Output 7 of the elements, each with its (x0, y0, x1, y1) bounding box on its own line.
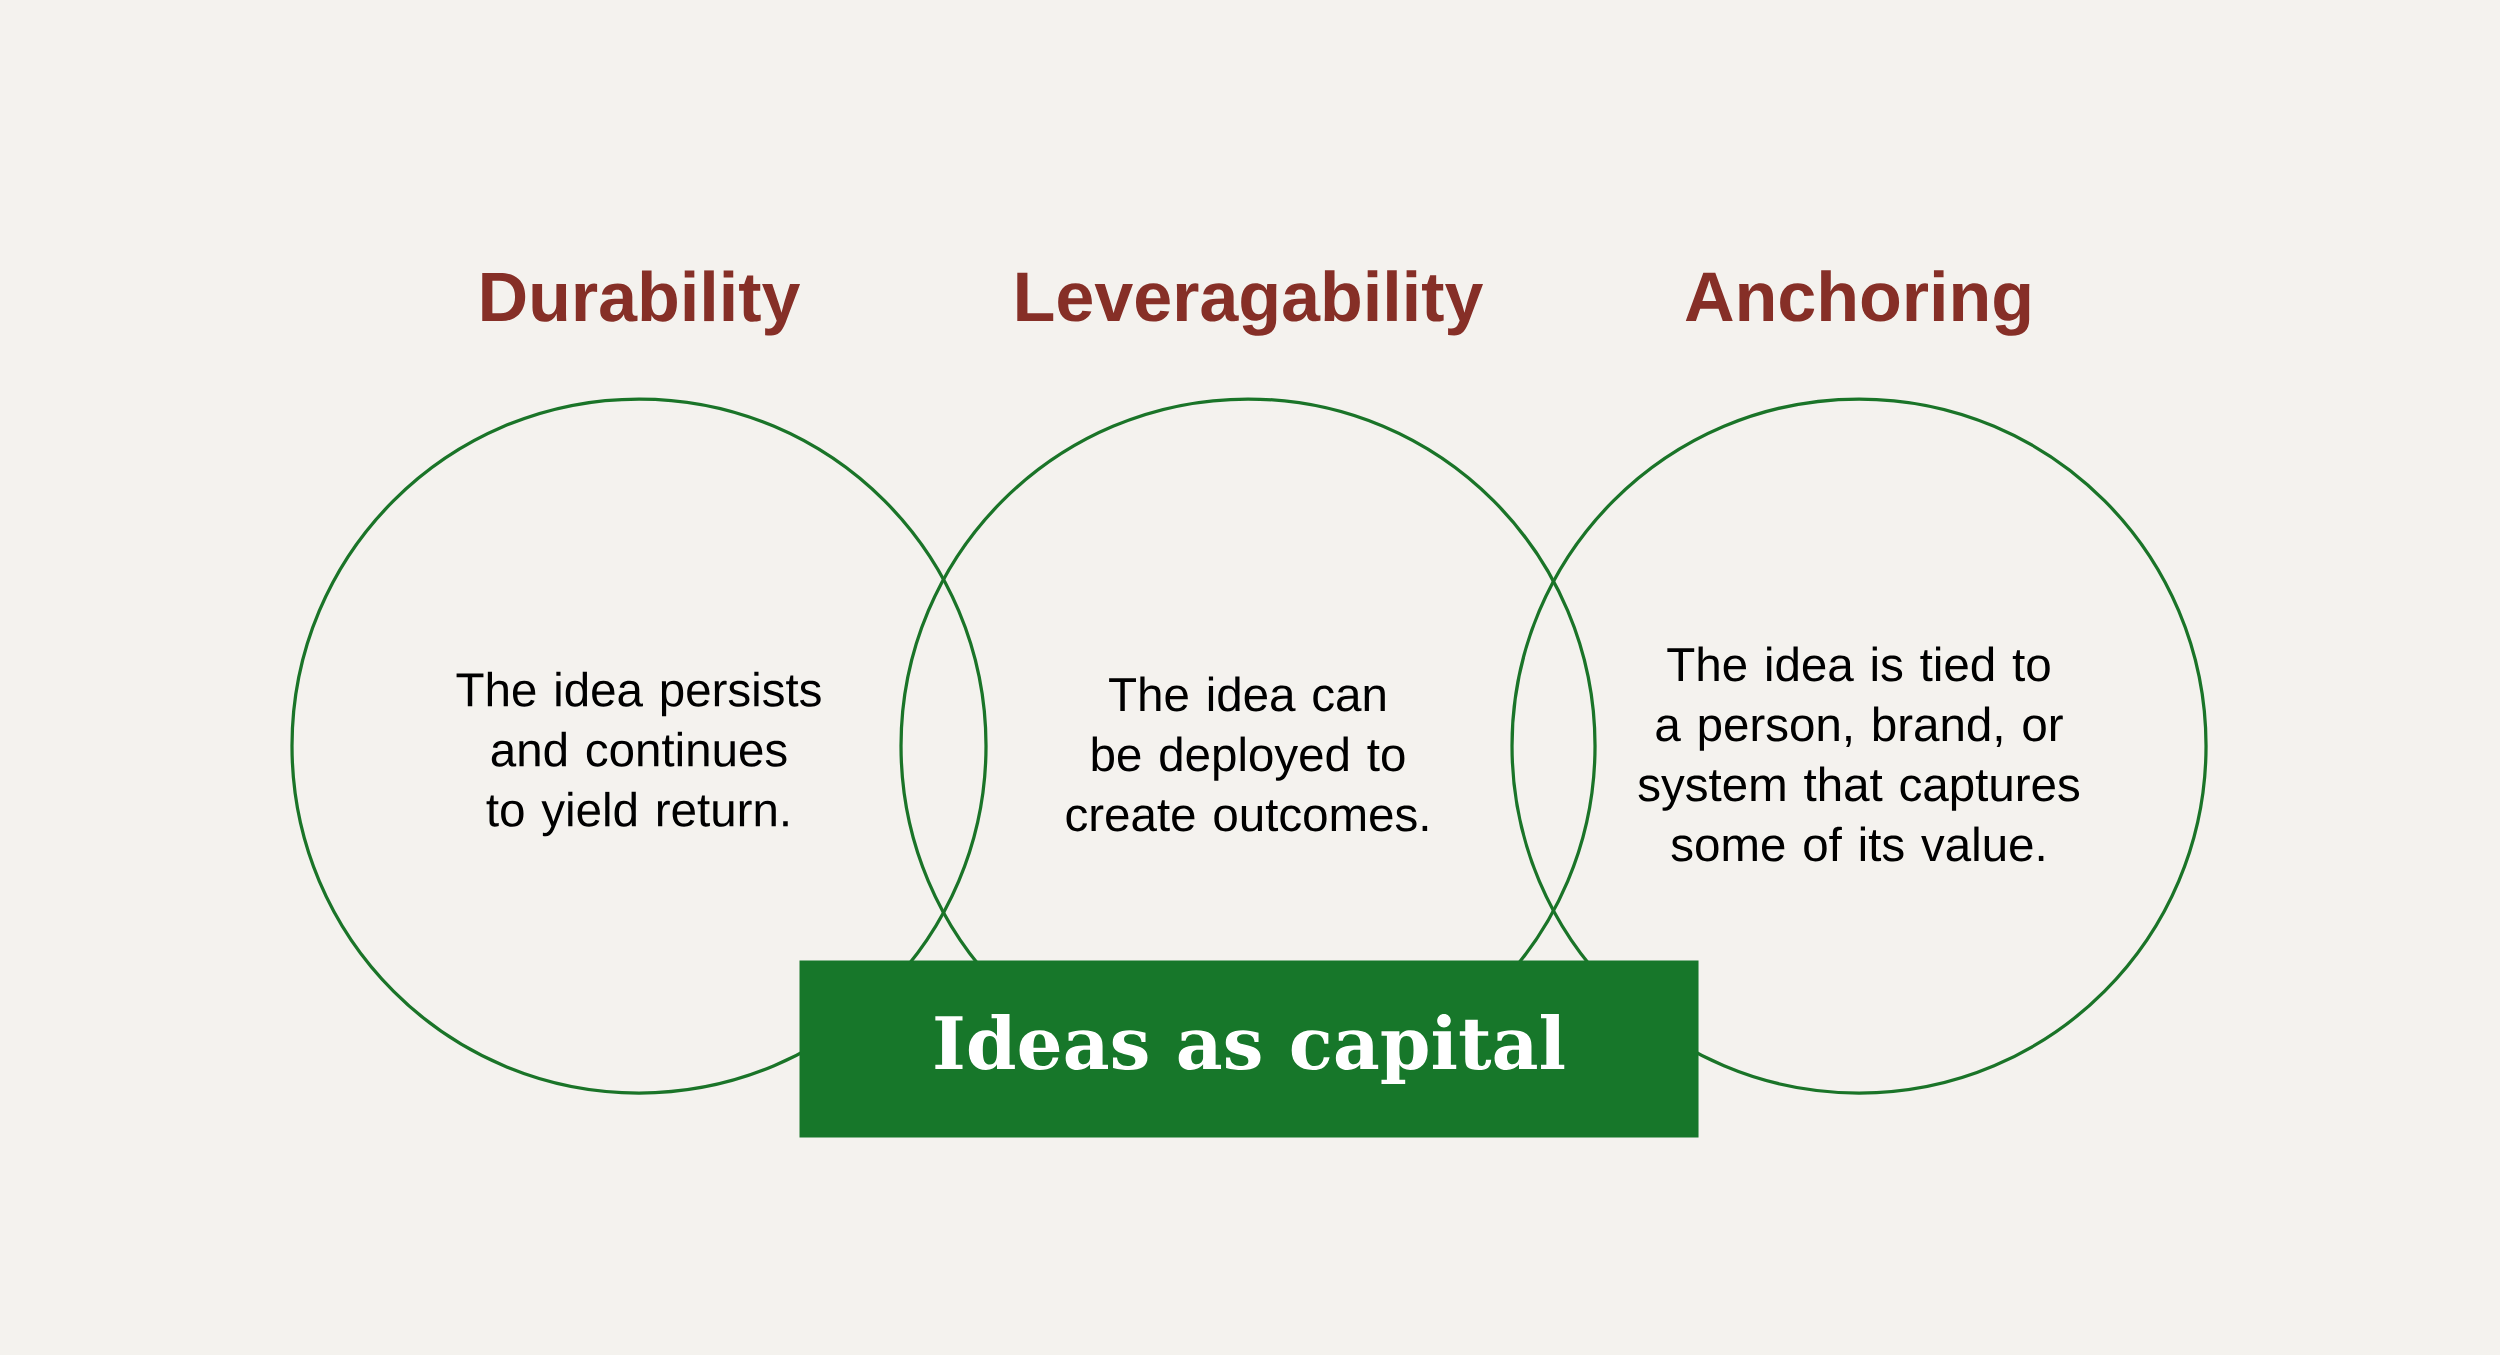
heading: Durability (482, 270, 801, 336)
circle-text: The idea can be deployed to create outcomes. (1066, 676, 1428, 832)
circle-text: The idea persists and continues to yield return. (456, 671, 821, 837)
heading: Anchoring (1685, 270, 2030, 336)
title-banner: Ideas as capital (799, 960, 1699, 1138)
heading: Leveragability (1017, 270, 1483, 336)
circle-text: The idea is tied to a person, brand, or system that captures some of its value. (1638, 646, 2079, 862)
